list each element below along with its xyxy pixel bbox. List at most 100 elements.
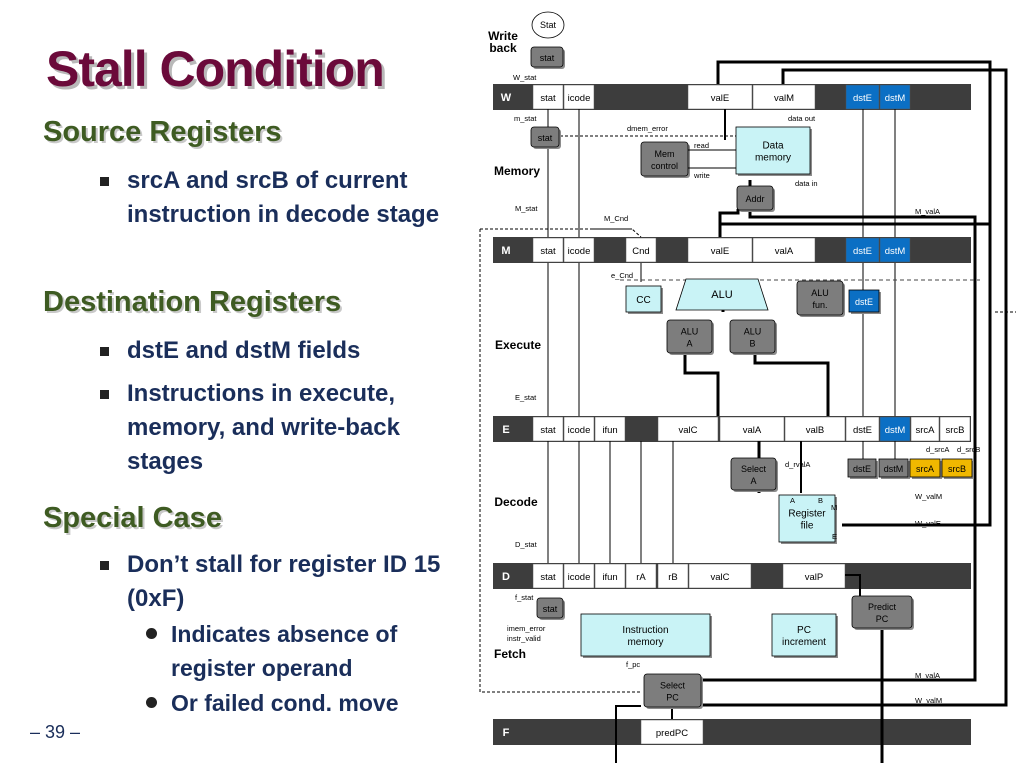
predict-pc [851, 595, 913, 629]
bullet-dot-icon [146, 628, 157, 639]
pc-increment-label: increment [782, 637, 826, 648]
data-memory-label: Data [762, 141, 784, 152]
field-valA [752, 237, 816, 263]
alu-shape [675, 278, 769, 311]
field-valC-label: valC [710, 572, 729, 583]
field-dstM-label: dstM [885, 93, 906, 104]
bullet-srca-srcb: srcA and srcB of current instruction in … [100, 164, 465, 232]
field-valC-label: valC [678, 425, 697, 436]
m-stat-box [530, 126, 560, 148]
pc-increment-label: PC [797, 625, 811, 636]
signal-D_stat: D_stat [515, 540, 538, 549]
field-ifun [594, 416, 626, 442]
wire-predpc-in [615, 705, 641, 763]
field-dstM [879, 237, 911, 263]
bullet-instructions-stages: Instructions in execute, memory, and wri… [100, 377, 470, 479]
wire-w-valm [672, 68, 1008, 707]
field-stat-label: stat [540, 572, 556, 583]
wire-m-vale-fwd [718, 222, 990, 237]
field-dstM-label: dstM [885, 246, 906, 257]
subbullet-absence: Indicates absence of register operand [146, 617, 476, 685]
pipeline-register-name: M [501, 245, 510, 257]
heading-special-case: Special Case [43, 502, 222, 534]
signal-d_srcB: d_srcB [957, 445, 980, 454]
signal-read: read [694, 141, 709, 150]
mem-control [640, 141, 689, 177]
slide-title: Stall Condition [46, 41, 385, 97]
f-stat-box [536, 597, 564, 619]
field-dstE [845, 237, 880, 263]
e-dste-box [848, 289, 880, 313]
field-stat [532, 563, 564, 589]
wire-alu-b-in [753, 350, 830, 416]
heading-source-registers: Source Registers [43, 116, 282, 148]
field-srcB-label: srcB [946, 425, 965, 436]
alu-a [666, 319, 713, 354]
field-rA [625, 563, 657, 589]
signal-f_stat: f_stat [515, 593, 534, 602]
data-memory [735, 126, 811, 175]
signal-imem_error: imem_error [507, 624, 546, 633]
field-icode [563, 563, 595, 589]
page-number: – 39 – [30, 722, 81, 742]
predict-pc-label: PC [876, 614, 889, 624]
alu-b [729, 319, 776, 354]
select-pc-label: PC [666, 693, 679, 703]
data-memory-label: memory [755, 153, 791, 164]
field-predPC-label: predPC [656, 728, 688, 739]
field-stat [532, 84, 564, 110]
signal-data_out: data out [788, 114, 816, 123]
heading-destination-registers: Destination Registers [43, 286, 342, 318]
signal-rf_M: M [831, 503, 837, 512]
addr-box-label: Addr [745, 194, 764, 204]
signal-w_stat: W_stat [513, 73, 537, 82]
stage-label-writeback: Write [488, 29, 518, 43]
field-valE [687, 237, 753, 263]
field-dstE-label: dstE [853, 246, 872, 257]
field-valC [688, 563, 752, 589]
select-pc [643, 673, 702, 708]
field-dstE-label: dstE [853, 93, 872, 104]
register-file-label: file [801, 521, 814, 532]
field-valM-label: valM [774, 93, 794, 104]
mem-control-label: control [651, 161, 678, 171]
pipeline-register-name: W [501, 92, 512, 104]
mem-control-label: Mem [655, 149, 675, 159]
select-a [730, 457, 777, 491]
signal-rf_A: A [790, 496, 795, 505]
signal-E_stat: E_stat [515, 393, 537, 402]
cc-box [625, 285, 662, 313]
field-stat-label: stat [540, 425, 556, 436]
field-rA-label: rA [636, 572, 646, 583]
instruction-memory-label: Instruction [622, 625, 668, 636]
signal-M_stat: M_stat [515, 204, 538, 213]
signal-e_Cnd: e_Cnd [611, 271, 633, 280]
field-icode [563, 84, 595, 110]
alu-b-label: ALU [744, 327, 762, 337]
signal-W_valM: W_valM [915, 696, 942, 705]
field-icode [563, 416, 595, 442]
stage-label-memory: Memory [494, 164, 540, 178]
field-icode-label: icode [568, 572, 591, 583]
select-a-label: Select [741, 464, 767, 474]
field-icode-label: icode [568, 246, 591, 257]
field-valA [719, 416, 785, 442]
f-stat-box-label: stat [543, 604, 558, 614]
wire-alu-a-in [683, 355, 720, 416]
field-stat [532, 237, 564, 263]
signal-data_in: data in [795, 179, 818, 188]
field-valE-label: valE [711, 246, 729, 257]
signal-d_srcA: d_srcA [926, 445, 949, 454]
field-predPC [640, 719, 704, 745]
field-valB [784, 416, 846, 442]
w-stat-box [530, 46, 564, 68]
d-dstm-box [878, 458, 909, 478]
field-valP-label: valP [805, 572, 823, 583]
subbullet-failed-cmov: Or failed cond. move [146, 686, 476, 720]
alu-a-label: ALU [681, 327, 699, 337]
field-srcA [910, 416, 940, 442]
alu-fun-label: ALU [811, 288, 829, 298]
signal-d_rvalA: d_rvalA [785, 460, 810, 469]
field-valE [687, 84, 753, 110]
field-stat-label: stat [540, 93, 556, 104]
